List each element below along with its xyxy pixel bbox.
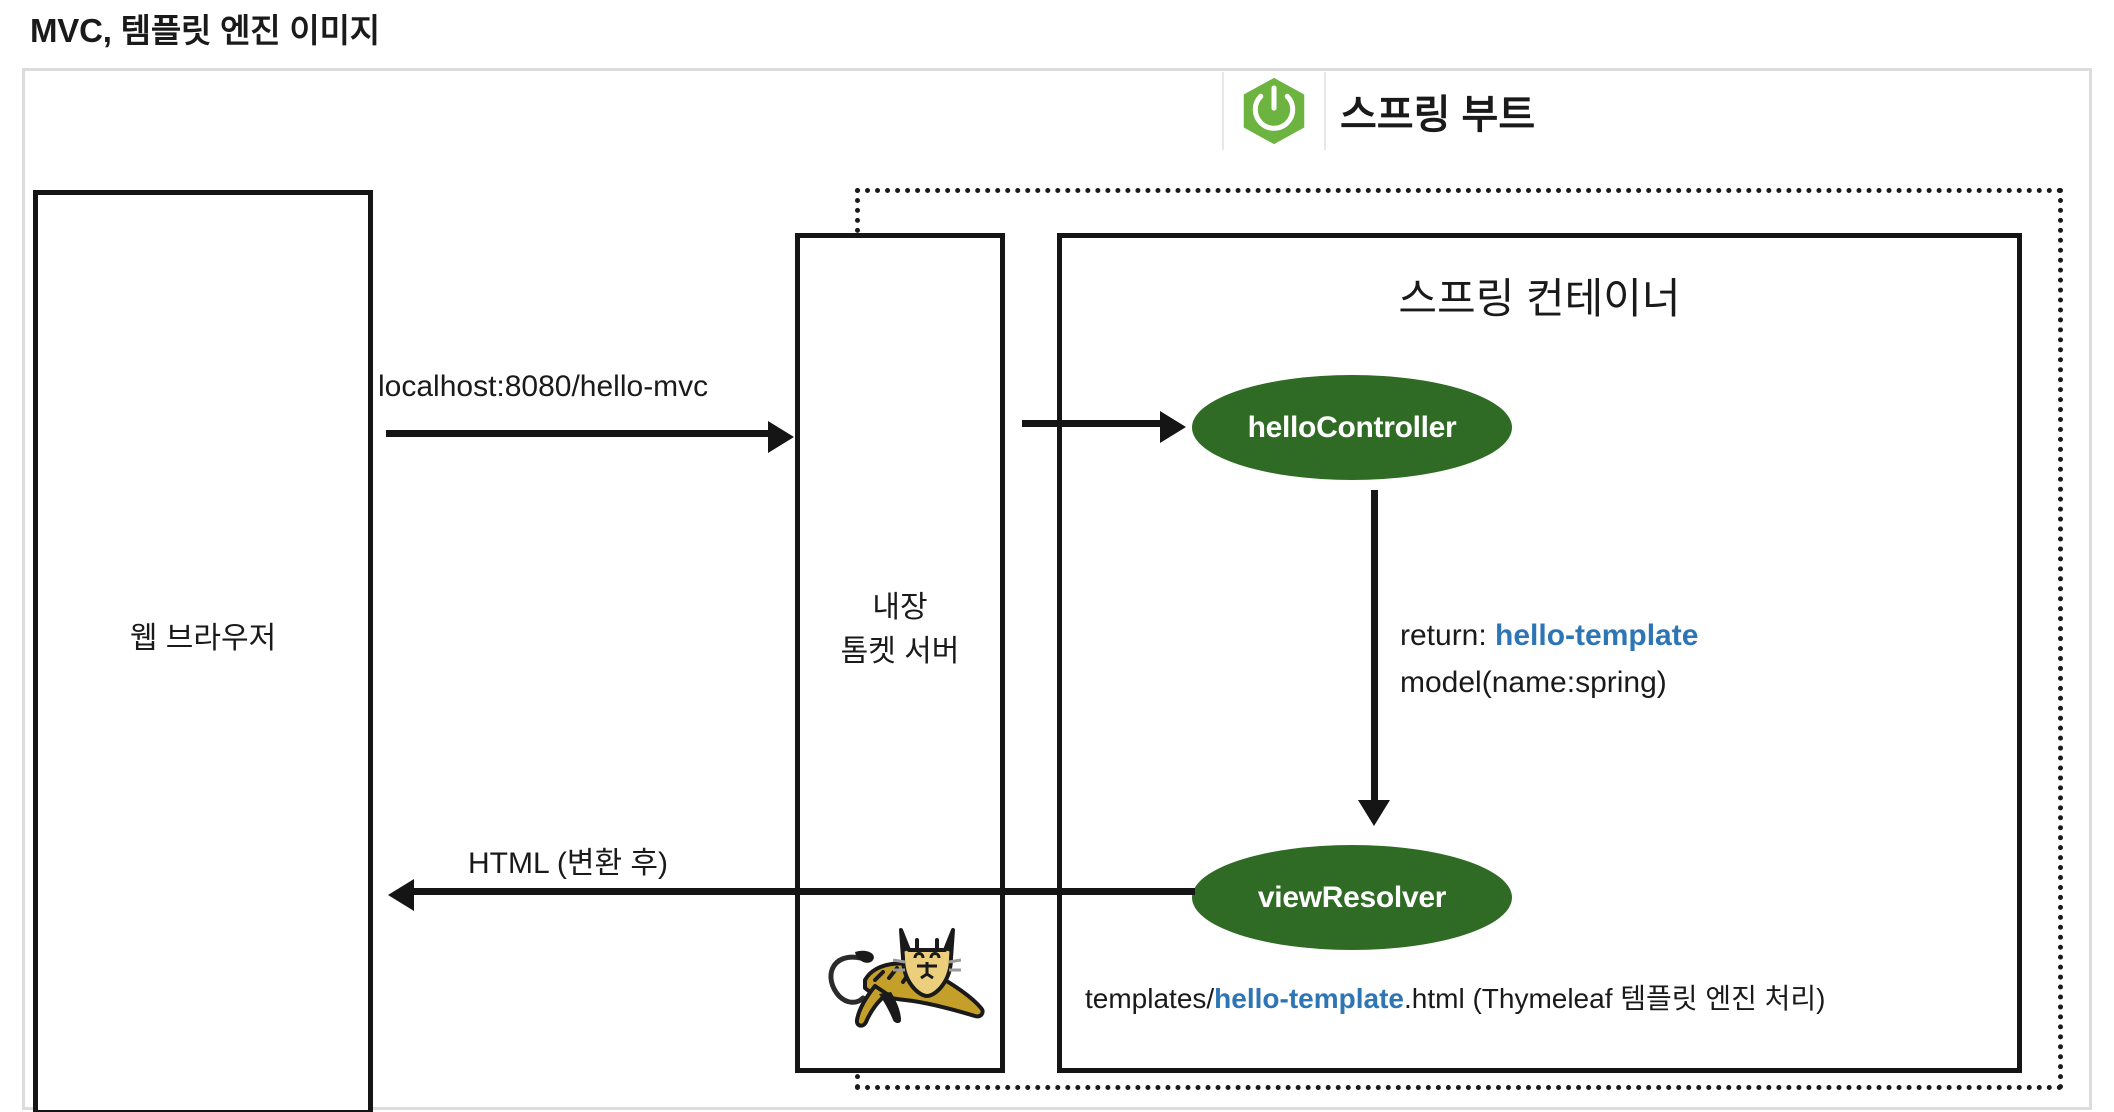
model-line-text: model(name:spring) [1400, 665, 1667, 699]
return-value: hello-template [1495, 619, 1699, 652]
templates-path-annotation: templates/hello-template.html (Thymeleaf… [1085, 977, 1825, 1017]
bean-viewresolver-label: viewResolver [1257, 880, 1447, 914]
dispatch-arrowhead-icon [1160, 411, 1186, 443]
page-title: MVC, 템플릿 엔진 이미지 [30, 12, 380, 49]
bean-hellocontroller-label: helloController [1247, 410, 1457, 444]
response-arrow-line [405, 888, 1195, 895]
spring-container-title: 스프링 컨테이너 [1398, 275, 1681, 322]
return-prefix: return: [1400, 619, 1496, 652]
tomcat-server-label: 내장 톰켓 서버 [840, 591, 960, 668]
templates-suffix: .html (Thymeleaf 템플릿 엔진 처리) [1403, 983, 1826, 1014]
bean-viewresolver[interactable]: viewResolver [1192, 845, 1512, 950]
request-arrow-line [386, 430, 771, 437]
templates-prefix: templates/ [1085, 983, 1215, 1014]
request-arrow-label: localhost:8080/hello-mvc [378, 370, 709, 403]
templates-value: hello-template [1214, 983, 1404, 1014]
spring-container-box [1057, 233, 2022, 1073]
return-line: return: hello-template [1400, 613, 1698, 660]
tomcat-cat-icon [805, 900, 995, 1050]
web-browser-box [33, 190, 373, 1112]
return-annotation: return: hello-template model(name:spring… [1400, 613, 1698, 706]
spring-boot-logo-icon [1222, 72, 1326, 150]
springboot-header: 스프링 부트 [1222, 72, 1535, 150]
response-arrowhead-icon [388, 879, 414, 911]
model-arrow-line [1371, 490, 1378, 810]
springboot-label: 스프링 부트 [1340, 93, 1536, 137]
web-browser-label: 웹 브라우저 [129, 622, 277, 655]
request-arrowhead-icon [768, 421, 794, 453]
model-arrowhead-icon [1358, 800, 1390, 826]
dispatch-arrow-line [1022, 420, 1165, 427]
response-arrow-label: HTML (변환 후) [468, 847, 669, 880]
bean-hellocontroller[interactable]: helloController [1192, 375, 1512, 480]
